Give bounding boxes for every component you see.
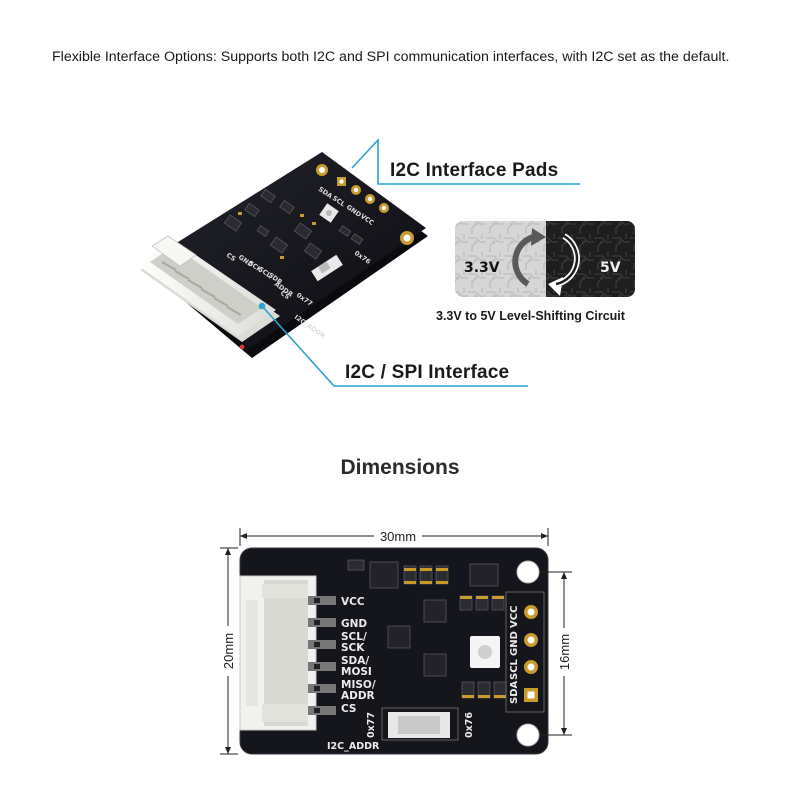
- pin-label-miso: MISO/: [341, 679, 376, 691]
- addr-right-value: 0x76: [464, 712, 475, 738]
- pin-label-scl: SCL/: [341, 631, 367, 643]
- dimensions-title: Dimensions: [340, 456, 460, 479]
- interface-callout-line: [261, 305, 528, 387]
- connector-3d: [136, 235, 280, 342]
- intro-text: Flexible Interface Options: Supports bot…: [52, 49, 730, 65]
- pad-label-sda: SDA: [509, 680, 520, 704]
- width-dimension: 30mm: [380, 529, 416, 544]
- high-voltage-label: 5V: [600, 260, 621, 276]
- pads-callout: I2C Interface Pads: [390, 160, 559, 181]
- low-voltage-label: 3.3V: [464, 260, 500, 276]
- pin-label-vcc: VCC: [341, 596, 365, 608]
- i2c-pads-2d: [524, 605, 538, 702]
- i2c-pads-3d: [337, 177, 389, 213]
- interface-callout: I2C / SPI Interface: [345, 362, 510, 383]
- components-3d: [223, 188, 364, 260]
- mount-hole-2d: [516, 723, 540, 747]
- components-2d: [347, 559, 507, 699]
- pin-label-gnd: GND: [341, 618, 367, 630]
- board-2d: VCC GND SCL/ SCK SDA/ MOSI MISO/ ADDR CS: [239, 547, 549, 755]
- addr-label-2d: I2C_ADDR: [327, 741, 380, 752]
- level-shifter-caption: 3.3V to 5V Level-Shifting Circuit: [436, 309, 625, 323]
- dimension-lines: [220, 528, 572, 755]
- pin-label-addr: ADDR: [341, 690, 375, 702]
- height-dimension: 20mm: [221, 633, 236, 669]
- pad-label-vcc: VCC: [509, 606, 520, 628]
- mount-hole-2d: [516, 560, 540, 584]
- pin-label-sda: SDA/: [341, 655, 369, 667]
- connector-2d: [239, 575, 336, 731]
- board-3d: SDA SCL GND VCC 0x76: [136, 152, 428, 358]
- hole-spacing-dimension: 16mm: [557, 634, 572, 670]
- pin-label-sck: SCK: [341, 642, 365, 654]
- callout-lines: [258, 137, 580, 387]
- addr-left-value: 0x77: [366, 712, 377, 738]
- pad-label-scl: SCL: [509, 658, 520, 680]
- dimension-arrows: [225, 533, 567, 754]
- pin-label-cs: CS: [341, 703, 356, 715]
- level-shifter-graphic: 3.3V 5V: [455, 221, 635, 297]
- pad-label-gnd: GND: [509, 631, 520, 656]
- arrow-up-icon: [512, 233, 538, 287]
- pads-callout-line: [351, 137, 580, 185]
- pin-label-mosi: MOSI: [341, 666, 372, 678]
- led-3d: [239, 344, 245, 350]
